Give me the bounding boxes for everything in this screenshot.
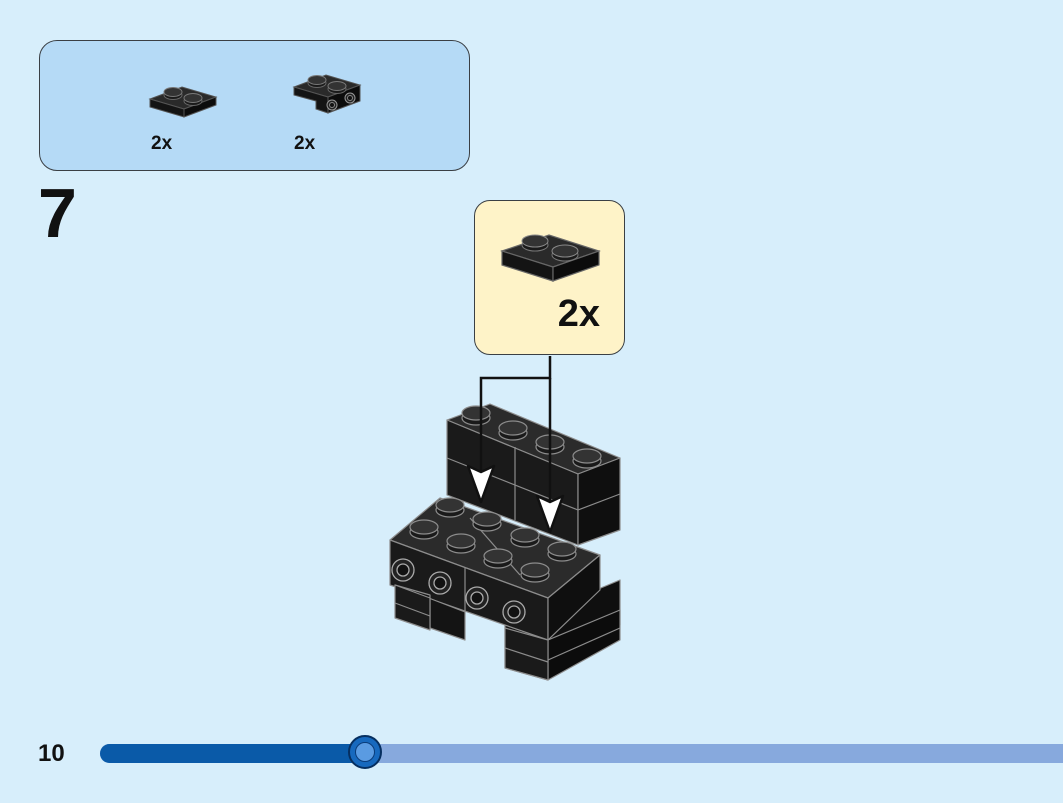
plate-1x2-black-icon <box>148 86 218 118</box>
parts-list-panel: 2x 2x <box>39 40 470 171</box>
part-quantity: 2x <box>151 133 173 154</box>
progress-bar <box>100 735 1063 769</box>
callout-quantity: 2x <box>557 293 600 335</box>
part-quantity: 2x <box>294 133 316 154</box>
plate-1x2-black-icon <box>500 234 601 282</box>
progress-fill <box>100 744 365 763</box>
page-number: 10 <box>38 740 65 767</box>
progress-marker <box>348 735 382 769</box>
substep-callout: 2x <box>474 200 625 355</box>
step-number: 7 <box>38 174 77 252</box>
bracket-plate-1x2-black-icon <box>292 74 362 114</box>
placement-arrows <box>479 356 552 500</box>
